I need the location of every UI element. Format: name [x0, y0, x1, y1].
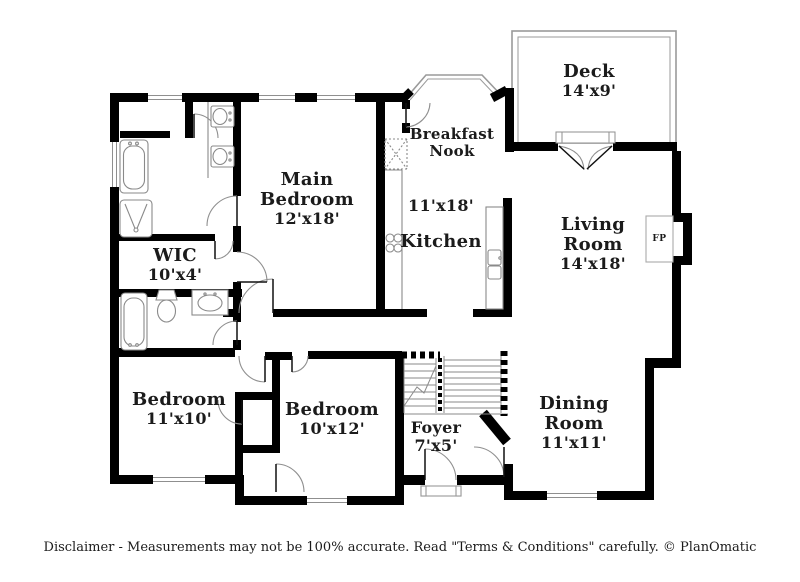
interior-walls	[110, 95, 512, 475]
kitchen-counter-right	[485, 206, 504, 310]
room-dims: 10'x12'	[299, 419, 365, 439]
bathtub-2	[120, 292, 148, 351]
room-name: Nook	[429, 141, 475, 160]
room-name: Main	[280, 169, 334, 190]
bathtub	[119, 139, 149, 194]
room-label-wic: WIC 10'x4'	[128, 245, 222, 285]
room-label-bedroom-left: Bedroom 11'x10'	[116, 389, 242, 429]
window	[544, 491, 600, 500]
room-label-dining-room: Dining Room 11'x11'	[510, 393, 638, 453]
door-leaves	[193, 103, 613, 492]
window	[110, 139, 119, 190]
fireplace-label: FP	[652, 234, 667, 244]
room-label-foyer: Foyer 7'x5'	[394, 419, 478, 455]
room-name: Kitchen	[400, 231, 482, 252]
bay-window	[406, 74, 502, 101]
room-label-deck: Deck 14'x9'	[505, 61, 673, 101]
foyer-diagonal-wall	[479, 409, 511, 446]
window	[145, 93, 185, 102]
disclaimer-text: Disclaimer - Measurements may not be 100…	[43, 540, 757, 555]
fixtures	[119, 102, 674, 497]
room-name: Bedroom	[132, 389, 226, 410]
room-name: Room	[544, 413, 604, 435]
room-label-breakfast-nook: Breakfast Nook	[402, 126, 502, 160]
room-name: Bedroom	[285, 399, 379, 420]
room-label-kitchen: Kitchen	[388, 231, 494, 252]
porch-step	[420, 485, 462, 497]
room-dims: 11'x10'	[146, 409, 212, 429]
door-arcs	[193, 102, 613, 493]
room-name: Room	[563, 234, 623, 256]
room-label-bedroom-center: Bedroom 10'x12'	[268, 399, 396, 439]
staircase	[402, 351, 508, 416]
window	[314, 93, 358, 102]
exterior-walls	[110, 88, 692, 505]
room-dims: 12'x18'	[274, 209, 340, 229]
room-label-main-bedroom: Main Bedroom 12'x18'	[243, 169, 371, 229]
room-name: Foyer	[410, 418, 462, 437]
stove	[385, 233, 403, 253]
room-dims: 14'x18'	[560, 254, 626, 274]
doors	[193, 102, 616, 493]
toilet	[155, 289, 178, 323]
room-name: Deck	[563, 61, 615, 82]
windows	[110, 93, 600, 505]
window	[256, 93, 298, 102]
refrigerator	[384, 138, 408, 170]
room-dims: 14'x9'	[561, 81, 617, 101]
room-dims: 7'x5'	[414, 435, 458, 455]
room-name: Breakfast	[409, 125, 495, 143]
room-dims: 11'x18'	[408, 196, 474, 215]
room-dims: 11'x11'	[541, 433, 607, 453]
shower	[119, 199, 153, 238]
room-dims: 10'x4'	[147, 265, 203, 285]
window	[150, 475, 208, 484]
window	[304, 496, 350, 505]
fireplace	[645, 215, 674, 263]
sink	[191, 289, 229, 316]
room-name: Bedroom	[260, 189, 354, 211]
room-name: Dining	[539, 393, 609, 414]
french-door-sill	[555, 131, 616, 144]
room-label-living-room: Living Room 14'x18'	[528, 214, 658, 274]
room-name: WIC	[153, 245, 197, 266]
room-name: Living	[560, 214, 626, 235]
vanity-sinks	[207, 102, 235, 178]
room-label-kitchen-dims: 11'x18'	[393, 197, 489, 215]
